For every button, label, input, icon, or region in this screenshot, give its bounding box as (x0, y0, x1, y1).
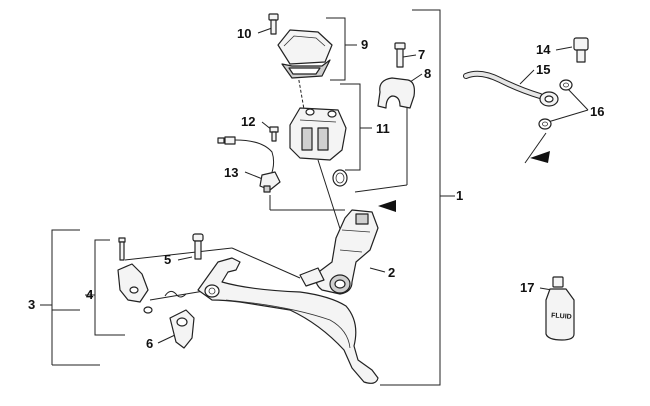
callout-12: 12 (241, 114, 255, 129)
part-6-block (169, 309, 195, 349)
arrow-indicator (378, 200, 396, 212)
bottle-label: FLUID (551, 312, 572, 320)
part-14-banjo-bolt (573, 37, 589, 63)
part-8-clamp (377, 77, 415, 109)
callout-4: 4 (86, 287, 94, 302)
callout-3: 3 (28, 297, 35, 312)
part-4-adjuster (117, 237, 187, 314)
callout-7: 7 (418, 47, 425, 62)
callout-14: 14 (536, 42, 551, 57)
callout-15: 15 (536, 62, 550, 77)
brake-lever (197, 257, 379, 384)
callout-11: 11 (376, 121, 390, 136)
bracket-11 (340, 83, 361, 171)
part-2-master-cylinder (299, 209, 379, 295)
part-15-brake-hose (463, 70, 559, 107)
part-16-washers (538, 79, 573, 130)
callout-13: 13 (224, 165, 238, 180)
bracket-4 (94, 239, 125, 336)
callout-1: 1 (456, 188, 463, 203)
bracket-1 (380, 9, 441, 386)
callout-16: 16 (590, 104, 604, 119)
callout-17: 17 (520, 280, 534, 295)
part-11-reservoir-body (289, 107, 347, 161)
bracket-9 (326, 17, 346, 81)
callout-5: 5 (164, 252, 171, 267)
part-9-reservoir-cover (277, 29, 333, 79)
part-17-fluid-bottle: FLUID (545, 276, 575, 341)
part-12-screw (269, 126, 279, 142)
hose-arrow (530, 151, 550, 163)
callout-9: 9 (361, 37, 368, 52)
part-7-bolt (394, 42, 406, 68)
bracket-3 (51, 229, 80, 311)
part-13-brake-switch (217, 136, 281, 193)
callout-8: 8 (424, 66, 431, 81)
callout-6: 6 (146, 336, 153, 351)
part-5-pin (192, 233, 204, 260)
part-10-screw (268, 13, 279, 35)
callout-10: 10 (237, 26, 251, 41)
o-ring (332, 169, 348, 187)
callout-2: 2 (388, 265, 395, 280)
